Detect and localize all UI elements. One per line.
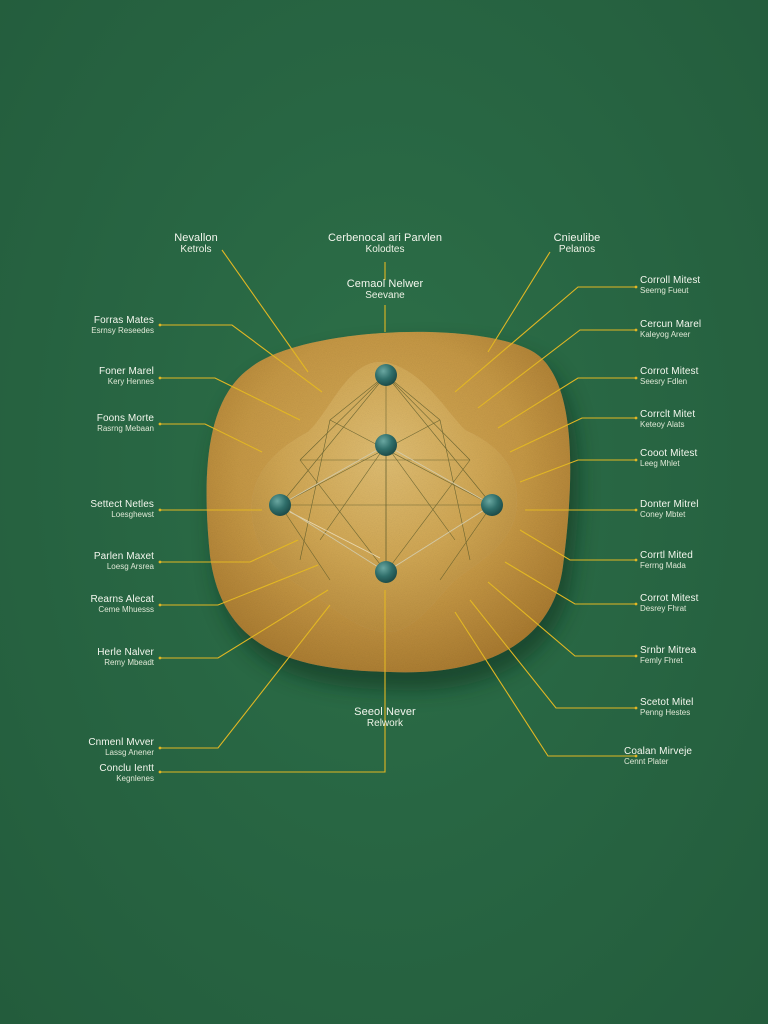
node-left (269, 494, 291, 516)
label-line1: Donter Mitrel (640, 499, 699, 510)
label-right-8: Corrot Mitest Desrey Fhrat (640, 593, 699, 613)
label-right-9: Srnbr Mitrea Femly Fhret (640, 645, 697, 665)
label-line2: Lassg Anener (105, 747, 154, 757)
label-right-5: Cooot Mitest Leeg Mhlet (640, 448, 698, 468)
label-right-10: Scetot Mitel Penng Hestes (640, 697, 694, 717)
label-line1: Parlen Maxet (93, 551, 154, 562)
label-line2: Femly Fhret (640, 655, 683, 665)
label-right-11: Coalan Mirveje Cennt Plater (624, 746, 693, 766)
leader-dots (158, 285, 638, 774)
label-line2: Cennt Plater (624, 756, 669, 766)
label-line1: Cemaol Nelwer (346, 278, 424, 290)
label-right-2: Cercun Marel Kaleyog Areer (640, 319, 702, 339)
label-line2: Leeg Mhlet (640, 458, 680, 468)
web-highlights (279, 444, 493, 573)
label-line1: Seeol Never (354, 706, 416, 718)
label-left-7: Herle Nalver Remy Mbeadt (97, 647, 154, 667)
label-line1: Srnbr Mitrea (640, 645, 697, 656)
label-line1: Cooot Mitest (640, 448, 698, 459)
label-line2: Penng Hestes (640, 707, 691, 717)
label-line1: Corrot Mitest (640, 366, 699, 377)
label-line1: Herle Nalver (97, 647, 154, 658)
label-line1: Nevallon (174, 232, 218, 244)
label-line2: Rasrng Mebaan (97, 423, 154, 433)
label-left-6: Rearns Alecat Ceme Mhuesss (90, 594, 154, 614)
label-line1: Coalan Mirveje (624, 746, 693, 757)
node-right (481, 494, 503, 516)
label-right-3: Corrot Mitest Seesry Fdlen (640, 366, 699, 386)
label-line2: Seesry Fdlen (640, 376, 688, 386)
node-bottom (375, 561, 397, 583)
label-line2: Coney Mbtet (640, 509, 686, 519)
label-line2: Loesghewst (111, 509, 154, 519)
label-line1: Corrot Mitest (640, 593, 699, 604)
label-line2: Kegnlenes (116, 773, 154, 783)
label-line1: Foons Morte (96, 413, 154, 424)
label-line1: Foner Marel (98, 366, 154, 377)
label-line2: Loesg Arsrea (106, 561, 154, 571)
nodes (269, 364, 503, 583)
label-line2: Pelanos (558, 243, 596, 255)
label-left-5: Parlen Maxet Loesg Arsrea (93, 551, 154, 571)
label-line1: Corrtl Mited (640, 550, 693, 561)
label-line2: Kolodtes (365, 243, 405, 255)
label-line1: Forras Mates (93, 315, 154, 326)
label-line2: Seevane (365, 289, 405, 301)
label-line1: Settect Netles (90, 499, 154, 510)
label-left-4: Settect Netles Loesghewst (90, 499, 154, 519)
label-left-8: Cnmenl Mvver Lassg Anener (88, 737, 154, 757)
label-line2: Remy Mbeadt (104, 657, 154, 667)
label-line1: Scetot Mitel (640, 697, 694, 708)
label-left-2: Foner Marel Kery Hennes (98, 366, 154, 386)
label-right-6: Donter Mitrel Coney Mbtet (640, 499, 699, 519)
node-center (375, 434, 397, 456)
label-right-7: Corrtl Mited Ferrng Mada (640, 550, 693, 570)
label-left-1: Forras Mates Esrnsy Reseedes (91, 315, 154, 335)
label-top-center: Cerbenocal ari Parvlen Kolodtes (327, 232, 443, 255)
label-center-upper: Cemaol Nelwer Seevane (346, 278, 424, 301)
label-line1: Cnieulibe (553, 232, 601, 244)
label-line2: Ceme Mhuesss (98, 604, 154, 614)
label-top-left: Nevallon Ketrols (174, 232, 218, 255)
label-line1: Corroll Mitest (640, 275, 701, 286)
label-line2: Keteoy Alats (640, 419, 685, 429)
label-line2: Kaleyog Areer (640, 329, 691, 339)
label-line1: Cercun Marel (640, 319, 702, 330)
label-line2: Ketrols (180, 243, 212, 255)
label-line1: Corrclt Mitet (640, 409, 696, 420)
label-right-1: Corroll Mitest Seerng Fueut (640, 275, 701, 295)
label-line1: Cnmenl Mvver (88, 737, 154, 748)
label-line1: Conclu Ientt (99, 763, 154, 774)
label-line2: Desrey Fhrat (640, 603, 687, 613)
label-line2: Esrnsy Reseedes (91, 325, 154, 335)
leader-lines (160, 249, 636, 773)
label-line2: Kery Hennes (107, 376, 154, 386)
label-line2: Relwork (366, 717, 404, 729)
label-center-lower: Seeol Never Relwork (354, 706, 416, 729)
label-line1: Cerbenocal ari Parvlen (327, 232, 443, 244)
label-top-right: Cnieulibe Pelanos (553, 232, 601, 255)
node-top (375, 364, 397, 386)
label-left-3: Foons Morte Rasrng Mebaan (96, 413, 154, 433)
label-left-9: Conclu Ientt Kegnlenes (99, 763, 154, 783)
label-line2: Ferrng Mada (640, 560, 686, 570)
label-line2: Seerng Fueut (640, 285, 689, 295)
label-line1: Rearns Alecat (90, 594, 154, 605)
label-right-4: Corrclt Mitet Keteoy Alats (640, 409, 696, 429)
